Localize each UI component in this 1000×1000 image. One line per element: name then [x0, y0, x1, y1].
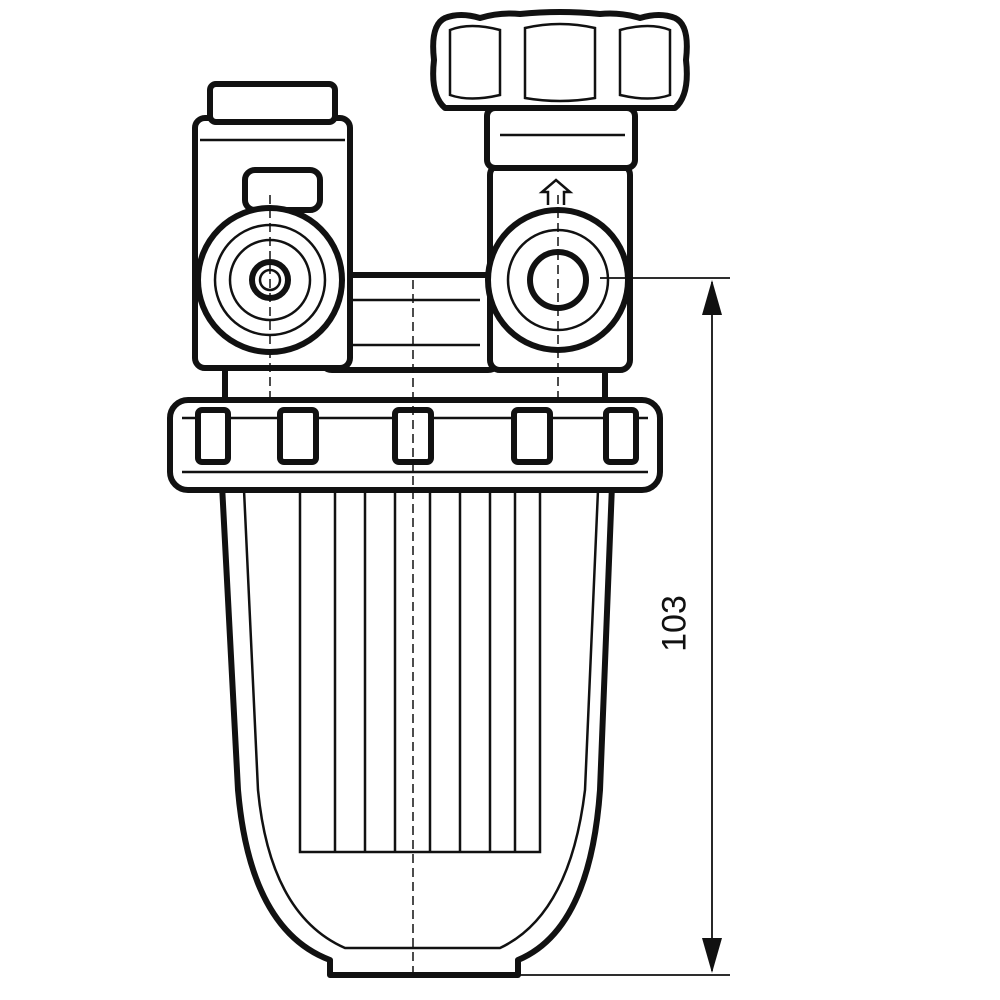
filter-bowl: [219, 482, 615, 978]
inlet-port: [192, 81, 353, 371]
dimension-label: 103: [655, 595, 694, 652]
bowl-ring: [167, 397, 663, 493]
arrow-up-icon: [702, 280, 722, 315]
outlet-port: [484, 105, 638, 373]
vent-knob: [430, 9, 690, 111]
dimension-line: [520, 277, 730, 976]
arrow-down-icon: [702, 938, 722, 973]
